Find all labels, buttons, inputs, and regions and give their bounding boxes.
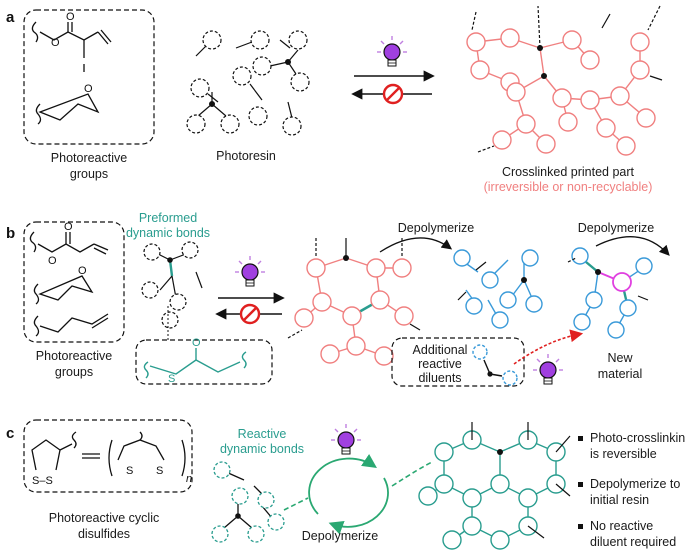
additional-diluents-label: Additional <box>413 343 468 357</box>
preformed-monomers <box>141 241 203 329</box>
cyclic-disulfide-label: Photoreactive cyclic <box>49 511 159 525</box>
additional-diluents-label-3: diluents <box>418 371 461 385</box>
depolymerize-arrow-b1 <box>379 237 453 253</box>
depolymerize-arrow-b2 <box>595 236 670 256</box>
depolymerize-label-c: Depolymerize <box>302 529 378 543</box>
reactive-dynamic-label-2: dynamic bonds <box>220 442 304 456</box>
crosslinked-network-pink <box>466 28 656 156</box>
network-end-ticks-c <box>471 422 571 539</box>
diluent-arrow <box>513 329 584 365</box>
cycle-arrow-back <box>328 477 389 535</box>
pink-network-b <box>294 257 414 366</box>
teal-monomers-c <box>211 461 285 543</box>
photoreactive-groups-label-b: Photoreactive <box>36 349 112 363</box>
bullet-3-line-2: diluent required <box>590 535 676 549</box>
bullet-2-line-1: Depolymerize to <box>590 477 680 491</box>
new-material-structure <box>571 247 653 339</box>
new-material-label-2: material <box>598 367 642 381</box>
panel-b-letter: b <box>6 225 15 242</box>
depolymerize-label-b1: Depolymerize <box>398 221 474 235</box>
reactive-dynamic-label: Reactive <box>238 427 287 441</box>
light-bulb-icon-a <box>376 35 408 67</box>
blue-monomer-ticks <box>457 261 487 301</box>
photoreactive-groups-label-a: Photoreactive <box>51 151 127 165</box>
cycle-arrow-forward <box>308 453 377 515</box>
bullet-1-line-2: is reversible <box>590 447 657 461</box>
bullet-1-line-1: Photo-crosslinking <box>590 431 685 445</box>
teal-network-c <box>418 430 566 550</box>
chem-s-c1: S–S <box>32 475 53 487</box>
preformed-label: Preformed <box>139 211 197 225</box>
chem-o-b4: O <box>192 337 201 349</box>
chem-o-a1: O <box>51 37 60 49</box>
chem-s-b: S <box>168 373 175 385</box>
photoreactive-groups-box-a <box>23 9 155 145</box>
cyclic-disulfide-label-2: disulfides <box>78 527 130 541</box>
cyclic-disulfide-structure <box>31 431 186 477</box>
dashed-connector-left <box>283 497 309 511</box>
cyclic-disulfide-box <box>23 419 193 493</box>
photoreactive-groups-label-a2: groups <box>70 167 108 181</box>
photoresin-monomers <box>186 30 310 136</box>
chem-o-b3: O <box>78 265 87 277</box>
preformed-label-2: dynamic bonds <box>126 226 210 240</box>
thioester-structure <box>143 348 247 379</box>
thioester-box <box>135 339 273 385</box>
blue-monomers <box>453 249 543 329</box>
chem-o-a3: O <box>84 83 93 95</box>
methacrylate-structure <box>31 21 112 72</box>
additional-diluents-label-2: reactive <box>418 357 462 371</box>
acrylate-structure <box>29 231 109 255</box>
alkene-structure <box>33 313 109 337</box>
photoreactive-groups-label-b2: groups <box>55 365 93 379</box>
new-material-label: New <box>607 351 633 365</box>
irreversible-note: (irreversible or non-recyclable) <box>484 180 653 194</box>
bullet-2-line-2: initial resin <box>590 493 649 507</box>
light-bulb-icon-c <box>330 423 362 455</box>
photoresin-label: Photoresin <box>216 149 276 163</box>
panel-a-letter: a <box>6 9 15 26</box>
light-bulb-icon-b1 <box>234 255 266 287</box>
dashed-connector-right <box>391 461 433 487</box>
chem-o-b2: O <box>64 221 73 233</box>
new-material-magenta-node <box>612 272 632 292</box>
bullet-list: Photo-crosslinking is reversible Depolym… <box>578 431 685 549</box>
chem-s-c3: S <box>156 465 163 477</box>
light-bulb-icon-b2 <box>532 353 564 385</box>
diluent-molecule <box>472 344 518 386</box>
bullet-3-line-1: No reactive <box>590 519 653 533</box>
chem-o-b1: O <box>48 255 57 267</box>
crosslinked-part-label: Crosslinked printed part <box>502 165 635 179</box>
epoxide-structure <box>35 93 100 125</box>
depolymerize-label-b2: Depolymerize <box>578 221 654 235</box>
no-sign-icon-b <box>239 303 261 325</box>
chem-s-c2: S <box>126 465 133 477</box>
additional-diluents-box <box>391 337 525 387</box>
network-end-ticks-a <box>471 5 663 153</box>
epoxide-structure-b <box>33 275 94 305</box>
network-end-ticks-b <box>287 238 421 339</box>
chem-o-a2: O <box>66 11 75 23</box>
chem-n-c: n <box>186 473 192 485</box>
photoreactive-groups-box-b <box>23 221 125 343</box>
no-sign-icon-a <box>382 83 404 105</box>
panel-c-letter: c <box>6 425 14 442</box>
